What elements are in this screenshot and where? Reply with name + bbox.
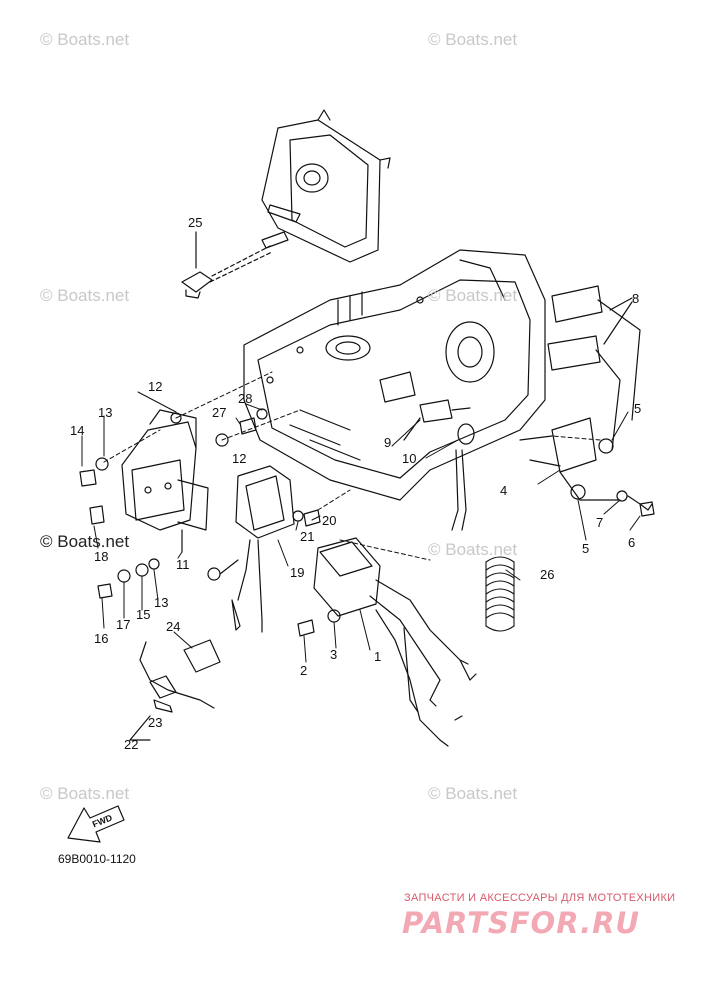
callout-14: 14 <box>70 423 85 438</box>
callout-8: 8 <box>632 291 640 306</box>
callout-24: 24 <box>166 619 181 634</box>
ad-tagline: ЗАПЧАСТИ И АКСЕССУАРЫ ДЛЯ МОТОТЕХНИКИ <box>404 892 676 904</box>
callout-10: 10 <box>402 451 417 466</box>
callout-22: 22 <box>124 737 139 752</box>
callout-5: 5 <box>582 541 590 556</box>
callout-12: 12 <box>232 451 247 466</box>
callout-leaders <box>81 391 641 663</box>
callout-28: 28 <box>238 391 253 406</box>
ad-logo[interactable]: PARTSFOR.RU <box>402 906 640 940</box>
callout-16: 16 <box>94 631 109 646</box>
bracket-11-drawing <box>121 409 209 553</box>
callout-9: 9 <box>384 435 392 450</box>
part-code: 69B0010-1120 <box>58 852 136 866</box>
ignition-coil-drawing <box>519 417 653 511</box>
watermark: © Boats.net <box>40 784 130 803</box>
callout-15: 15 <box>136 607 151 622</box>
watermark: © Boats.net <box>428 286 518 305</box>
callout-7: 7 <box>596 515 604 530</box>
fwd-arrow-drawing <box>67 805 125 843</box>
callout-4: 4 <box>500 483 508 498</box>
small-parts-drawing <box>79 408 655 637</box>
cdi-unit-drawing <box>313 537 477 747</box>
callout-20: 20 <box>322 513 337 528</box>
callout-3: 3 <box>330 647 338 662</box>
leader-lines <box>103 371 601 561</box>
callout-21: 21 <box>300 529 315 544</box>
callout-5: 5 <box>634 401 642 416</box>
callout-6: 6 <box>628 535 636 550</box>
callout-26: 26 <box>540 567 555 582</box>
watermark: © Boats.net <box>428 540 518 559</box>
callout-12: 12 <box>148 379 163 394</box>
watermark: © Boats.net <box>428 784 518 803</box>
watermark: © Boats.net <box>40 532 130 551</box>
callout-27: 27 <box>212 405 227 420</box>
callout-13: 13 <box>154 595 169 610</box>
callout-11: 11 <box>176 557 190 572</box>
callout-13: 13 <box>98 405 113 420</box>
callout-1: 1 <box>374 649 382 664</box>
rectifier-19-drawing <box>207 465 295 633</box>
callout-18: 18 <box>94 549 109 564</box>
callout-19: 19 <box>290 565 305 580</box>
watermark: © Boats.net <box>40 30 130 49</box>
callout-25: 25 <box>188 215 203 230</box>
powerhead-drawing <box>243 249 546 501</box>
plug-caps-drawing <box>547 285 641 451</box>
callout-2: 2 <box>300 663 308 678</box>
harness-drawing <box>129 639 221 741</box>
sensor-25-drawing <box>181 231 289 299</box>
callout-23: 23 <box>148 715 163 730</box>
sensor-9-drawing <box>403 399 475 531</box>
top-bracket-drawing <box>261 109 391 263</box>
watermark: © Boats.net <box>428 30 518 49</box>
spring-26-drawing <box>485 556 515 632</box>
callout-17: 17 <box>116 617 131 632</box>
watermark: © Boats.net <box>40 286 130 305</box>
